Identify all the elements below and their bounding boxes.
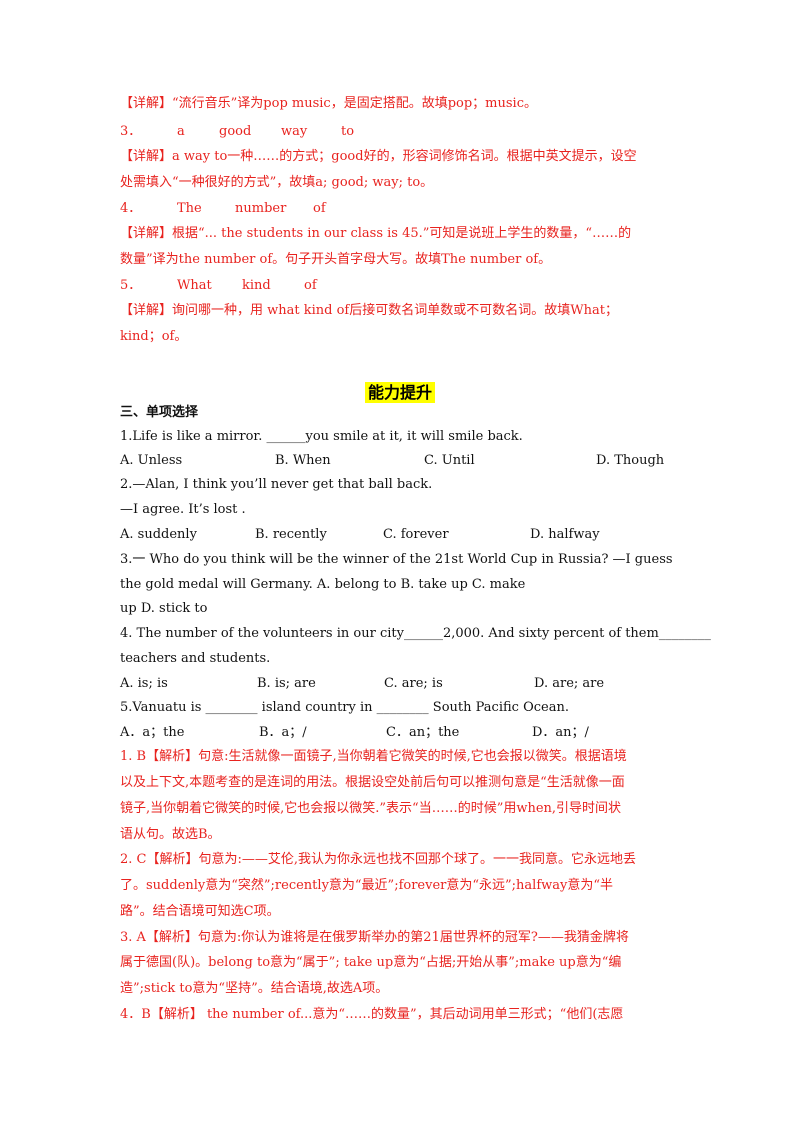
question-4: 4. The number of the volunteers in our c… bbox=[120, 626, 711, 641]
answer-explanation: 以及上下文,本题考查的是连词的用法。根据设空处前后句可以推测句意是“生活就像一面 bbox=[120, 775, 625, 790]
explanation-line: kind；of。 bbox=[120, 329, 188, 344]
option-a: A. Unless bbox=[120, 453, 183, 468]
answer-explanation: 镜子,当你朝着它微笑的时候,它也会报以微笑.”表示“当……的时候”用when,引… bbox=[120, 801, 622, 816]
option-d: D. halfway bbox=[530, 527, 600, 542]
option-c: C. Until bbox=[424, 453, 475, 468]
option-c: C．an；the bbox=[386, 725, 460, 740]
option-b: B. is; are bbox=[257, 676, 316, 691]
option-c: C. are; is bbox=[384, 676, 443, 691]
explanation-line: 数量”译为the number of。句子开头首字母大写。故填The numbe… bbox=[120, 252, 552, 267]
answer-line-4: 4． The number of bbox=[120, 199, 326, 219]
answer-word: a bbox=[177, 124, 185, 139]
answer-explanation: 1. B【解析】句意:生活就像一面镜子,当你朝着它微笑的时候,它也会报以微笑。根… bbox=[120, 749, 627, 764]
question-3-line-3: up D. stick to bbox=[120, 601, 208, 616]
question-1: 1.Life is like a mirror. ______you smile… bbox=[120, 429, 523, 444]
explanation-line: 【详解】a way to一种……的方式；good好的，形容词修饰名词。根据中英文… bbox=[120, 149, 637, 164]
answer-word: of bbox=[304, 278, 317, 293]
option-d: D. are; are bbox=[534, 676, 605, 691]
answer-number: 4． bbox=[120, 201, 142, 216]
question-3-line-2: the gold medal will Germany. A. belong t… bbox=[120, 577, 526, 592]
answer-number: 5． bbox=[120, 278, 142, 293]
question-5: 5.Vanuatu is ________ island country in … bbox=[120, 700, 569, 715]
question-2: 2.—Alan, I think you’ll never get that b… bbox=[120, 477, 433, 492]
answer-explanation: 了。suddenly意为“突然”;recently意为“最近”;forever意… bbox=[120, 878, 614, 893]
section-title: 三、单项选择 bbox=[120, 405, 199, 420]
answer-word: kind bbox=[242, 278, 271, 293]
option-d: D. Though bbox=[596, 453, 665, 468]
option-a: A. is; is bbox=[120, 676, 168, 691]
option-b: B．a；/ bbox=[259, 725, 307, 740]
answer-explanation: 语从句。故选B。 bbox=[120, 827, 221, 842]
question-2-reply: —I agree. It’s lost . bbox=[120, 502, 246, 517]
option-d: D．an；/ bbox=[532, 725, 589, 740]
answer-line-3: 3． a good way to bbox=[120, 122, 354, 142]
answer-word: of bbox=[313, 201, 326, 216]
option-c: C. forever bbox=[383, 527, 449, 542]
answer-explanation: 造”;stick to意为“坚持”。结合语境,故选A项。 bbox=[120, 981, 389, 996]
answer-word: The bbox=[177, 201, 202, 216]
option-b: B. recently bbox=[255, 527, 327, 542]
option-a: A. suddenly bbox=[120, 527, 197, 542]
explanation-line: 处需填入“一种很好的方式”，故填a; good; way; to。 bbox=[120, 175, 434, 190]
section-header: 能力提升 bbox=[0, 379, 800, 403]
option-a: A．a；the bbox=[120, 725, 185, 740]
option-b: B. When bbox=[275, 453, 331, 468]
question-3: 3.一 Who do you think will be the winner … bbox=[120, 552, 673, 567]
answer-word: What bbox=[177, 278, 212, 293]
answer-explanation: 路”。结合语境可知选C项。 bbox=[120, 904, 280, 919]
explanation-line: 【详解】根据“... the students in our class is … bbox=[120, 226, 632, 241]
answer-line-5: 5． What kind of bbox=[120, 276, 317, 296]
answer-explanation: 属于德国(队)。belong to意为“属于”; take up意为“占据;开始… bbox=[120, 955, 622, 970]
section-header-label: 能力提升 bbox=[364, 382, 435, 403]
explanation-line: 【详解】询问哪一种，用 what kind of后接可数名词单数或不可数名词。故… bbox=[120, 303, 618, 318]
answer-word: good bbox=[219, 124, 252, 139]
answer-explanation: 4．B【解析】 the number of...意为“……的数量”，其后动词用单… bbox=[120, 1007, 624, 1022]
answer-explanation: 2. C【解析】句意为:——艾伦,我认为你永远也找不回那个球了。一一我同意。它永… bbox=[120, 852, 636, 867]
answer-word: to bbox=[341, 124, 355, 139]
answer-explanation: 3. A【解析】句意为:你认为谁将是在俄罗斯举办的第21届世界杯的冠军?——我猜… bbox=[120, 930, 629, 945]
explanation-line: 【详解】“流行音乐”译为pop music，是固定搭配。故填pop；music。 bbox=[120, 96, 537, 111]
question-4-line-2: teachers and students. bbox=[120, 651, 271, 666]
answer-word: number bbox=[235, 201, 287, 216]
answer-number: 3． bbox=[120, 124, 142, 139]
answer-word: way bbox=[281, 124, 308, 139]
